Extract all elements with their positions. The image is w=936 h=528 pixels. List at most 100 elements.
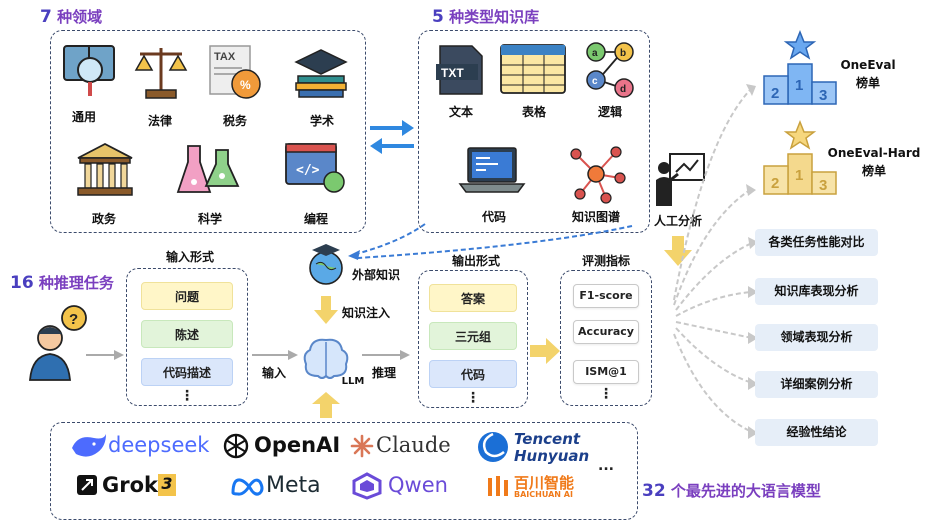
kb-to-knowledge-arrows bbox=[348, 223, 633, 260]
baichuan-logo-icon bbox=[488, 476, 508, 496]
kb-text-label: 文本 bbox=[448, 105, 473, 119]
code-window-icon: </> bbox=[285, 143, 345, 193]
domains-title: 7 种领域 bbox=[40, 7, 103, 27]
table-icon bbox=[500, 44, 566, 94]
input-statement: 陈述 bbox=[141, 320, 233, 348]
input-form-box bbox=[126, 268, 248, 406]
globe-graduation-icon bbox=[309, 244, 343, 285]
eval-metrics-title: 评测指标 bbox=[581, 254, 630, 268]
laptop-code-icon bbox=[458, 147, 526, 193]
tax-document-icon: TAX % bbox=[209, 45, 261, 99]
kb-logic-label: 逻辑 bbox=[597, 105, 622, 119]
fanout-arrows bbox=[673, 84, 758, 439]
svg-text:TXT: TXT bbox=[441, 66, 464, 80]
domain-government-label: 政务 bbox=[91, 212, 116, 226]
input-arrow bbox=[252, 350, 298, 360]
analysis-case-study: 详细案例分析 bbox=[755, 371, 878, 398]
svg-text:c: c bbox=[592, 76, 598, 87]
llm-label: LLM bbox=[341, 376, 365, 387]
analysis-down-arrow bbox=[664, 236, 692, 266]
svg-text:3: 3 bbox=[819, 177, 827, 194]
metric-f1: F1-score bbox=[573, 284, 639, 308]
output-form-box bbox=[418, 270, 528, 408]
analysis-kb-performance: 知识库表现分析 bbox=[755, 278, 878, 305]
knowledge-graph-icon bbox=[570, 146, 626, 204]
qwen-logo-icon bbox=[352, 472, 382, 500]
baichuan-cn-text: 百川智能 bbox=[514, 474, 575, 492]
scales-icon bbox=[134, 48, 188, 99]
kb-table-label: 表格 bbox=[521, 105, 546, 119]
claude-logo-text: Claude bbox=[376, 433, 451, 457]
analysis-domain-performance: 领域表现分析 bbox=[755, 324, 878, 351]
output-triple: 三元组 bbox=[429, 322, 517, 350]
models-title: 32 个最先进的大语言模型 bbox=[642, 481, 821, 501]
deepseek-whale-icon bbox=[72, 434, 106, 457]
input-question: 问题 bbox=[141, 282, 233, 310]
external-knowledge-label: 外部知识 bbox=[351, 268, 400, 282]
leaderboard-1-sub: 榜单 bbox=[855, 76, 880, 90]
reasoning-arrow bbox=[362, 350, 410, 360]
svg-text:a: a bbox=[592, 48, 598, 59]
kb-code-label: 代码 bbox=[481, 210, 506, 224]
svg-text:2: 2 bbox=[771, 175, 779, 192]
svg-text:3: 3 bbox=[819, 87, 827, 104]
qwen-logo-text: Qwen bbox=[388, 473, 448, 497]
svg-text:b: b bbox=[620, 48, 626, 59]
txt-file-icon: TXT bbox=[436, 45, 483, 95]
svg-text:1: 1 bbox=[795, 77, 803, 94]
claude-logo-icon bbox=[350, 434, 374, 458]
bidirectional-arrows-icon bbox=[370, 120, 414, 154]
models-box bbox=[50, 422, 638, 520]
output-code: 代码 bbox=[429, 360, 517, 388]
domain-law-label: 法律 bbox=[147, 114, 172, 128]
input-more: ⋮ bbox=[180, 388, 194, 404]
flask-icon bbox=[176, 145, 240, 193]
oneeval-podium-icon: 2 1 3 bbox=[763, 30, 837, 105]
meta-logo-text: Meta bbox=[266, 473, 321, 498]
logic-diagram-icon: a b c d bbox=[586, 42, 634, 98]
presenter-icon bbox=[656, 153, 705, 206]
brain-icon bbox=[303, 338, 349, 379]
openai-logo-text: OpenAI bbox=[254, 433, 341, 457]
grok-badge: 3 bbox=[158, 474, 176, 496]
deepseek-logo-text: deepseek bbox=[108, 433, 210, 457]
eval-metrics-box bbox=[560, 270, 652, 406]
svg-text:1: 1 bbox=[795, 167, 803, 184]
domain-tax-label: 税务 bbox=[222, 114, 247, 128]
output-answer: 答案 bbox=[429, 284, 517, 312]
output-more: ⋮ bbox=[466, 390, 480, 406]
baichuan-en-text: BAICHUAN AI bbox=[514, 490, 573, 499]
input-arrow-label: 输入 bbox=[261, 366, 286, 380]
domains-box bbox=[50, 30, 366, 233]
output-form-title: 输出形式 bbox=[451, 254, 500, 268]
book-magnifier-icon bbox=[63, 45, 115, 96]
models-to-llm-arrow bbox=[312, 392, 340, 418]
kb-title: 5 种类型知识库 bbox=[432, 7, 540, 27]
input-code-description: 代码描述 bbox=[141, 358, 233, 386]
output-to-metrics-arrow bbox=[530, 338, 560, 364]
metric-accuracy: Accuracy bbox=[573, 320, 639, 344]
svg-text:d: d bbox=[620, 84, 626, 95]
graduation-books-icon bbox=[294, 49, 348, 98]
metrics-more: ⋮ bbox=[599, 386, 613, 402]
tasks-title: 16 种推理任务 bbox=[10, 273, 114, 293]
analysis-conclusions: 经验性结论 bbox=[755, 419, 878, 446]
domain-academic-label: 学术 bbox=[309, 114, 334, 128]
openai-logo-icon bbox=[223, 433, 249, 459]
svg-text:%: % bbox=[240, 78, 251, 92]
manual-analysis-label: 人工分析 bbox=[653, 214, 702, 228]
hunyuan-logo-text: Hunyuan bbox=[514, 447, 590, 465]
meta-logo-icon bbox=[231, 478, 264, 496]
leaderboard-1-name: OneEval bbox=[840, 58, 896, 72]
svg-text:2: 2 bbox=[771, 85, 779, 102]
domain-programming-label: 编程 bbox=[303, 212, 328, 226]
input-form-title: 输入形式 bbox=[165, 250, 214, 264]
tencent-logo-text: Tencent bbox=[514, 430, 581, 448]
analysis-task-comparison: 各类任务性能对比 bbox=[755, 229, 878, 256]
kb-graph-label: 知识图谱 bbox=[571, 210, 620, 224]
leaderboard-2-sub: 榜单 bbox=[861, 164, 886, 178]
leaderboard-2-name: OneEval-Hard bbox=[827, 146, 921, 160]
kb-box bbox=[418, 30, 650, 233]
grok-logo-text: Grok bbox=[102, 473, 158, 497]
thinking-person-icon: ? bbox=[29, 305, 87, 381]
